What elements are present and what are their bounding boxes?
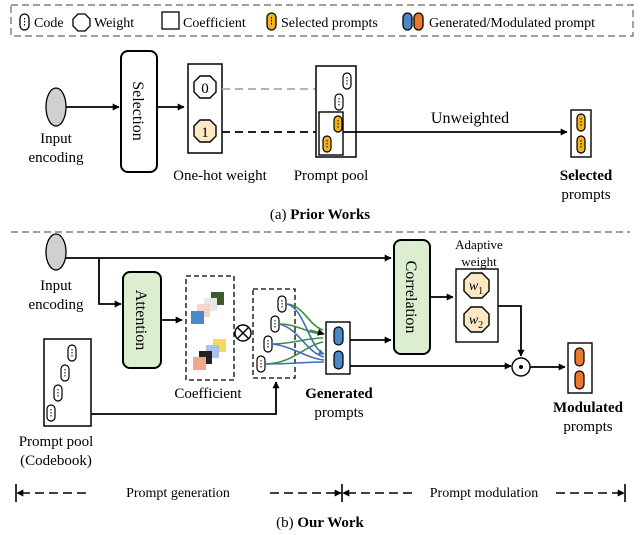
weight-zero-value: 0: [201, 81, 209, 97]
attention-label: Attention: [132, 290, 149, 350]
modulated-label-rest: prompts: [563, 419, 612, 435]
selected-prompts-label-bold: Selected: [560, 168, 613, 184]
modulated-label-colored: Modulated: [553, 400, 624, 416]
generated-prompt-icon: [402, 12, 413, 31]
selection-label: Selection: [129, 81, 146, 141]
legend-coefficient-label: Coefficient: [183, 16, 246, 31]
weight-icon: [72, 13, 91, 32]
modulated-prompt-2: [574, 370, 585, 390]
selected-prompts-label-rest: prompts: [561, 187, 610, 203]
w1-weight-icon: [463, 272, 490, 299]
coefficient-icon: [161, 11, 180, 30]
caption-prior-works: (a) Prior Works: [270, 207, 370, 223]
input-encoding-b-line1: Input: [40, 278, 72, 294]
pool-code-2: [334, 93, 344, 111]
codebook-code-2: [60, 364, 70, 382]
w2-label: w2: [469, 313, 483, 331]
codebook-copy-code-2: [270, 315, 280, 333]
generated-label-colored: Generated: [305, 386, 373, 402]
unweighted-label: Unweighted: [431, 110, 509, 127]
coefficient-label: Coefficient: [174, 386, 242, 402]
arrow-weight-to-modulation: [498, 305, 525, 357]
legend-selected-label: Selected prompts: [281, 16, 378, 31]
codebook-code-4: [46, 404, 56, 422]
pool-selected-code-2: [322, 135, 332, 153]
w1-label: w1: [469, 279, 483, 297]
mixing-arrows: [264, 303, 325, 365]
weight-one-icon: [193, 119, 217, 143]
input-encoding-label-line1: Input: [40, 131, 72, 147]
coefficient-stack-2: [193, 339, 226, 370]
codebook-copy-code-4: [256, 355, 266, 373]
pool-code-1: [342, 72, 352, 90]
weight-zero-icon: [193, 75, 217, 99]
input-encoding-node: [45, 87, 67, 127]
arrow-codebook-to-copy: [91, 381, 280, 415]
legend-code-label: Code: [34, 16, 64, 31]
phase-prompt-modulation: Prompt modulation: [430, 486, 539, 501]
selected-prompt-2: [576, 135, 586, 154]
one-hot-weight-label: One-hot weight: [173, 168, 268, 184]
input-encoding-b-line2: encoding: [29, 297, 84, 313]
generated-label-rest: prompts: [314, 405, 363, 421]
adaptive-weight-line1: Adaptive: [455, 237, 503, 252]
correlation-label: Correlation: [402, 261, 419, 334]
coefficient-stack-1: [191, 292, 224, 324]
codebook-code-1: [67, 344, 77, 362]
selection-box: [120, 50, 158, 173]
weight-one-value: 1: [201, 125, 209, 141]
selected-prompt-1: [576, 113, 586, 132]
prompt-pool-b-line1: Prompt pool: [19, 434, 94, 450]
codebook-code-3: [53, 384, 63, 402]
modulated-prompt-1: [574, 347, 585, 367]
pool-selected-code-1: [333, 115, 343, 133]
w2-weight-icon: [463, 306, 490, 333]
legend-weight-label: Weight: [94, 16, 134, 31]
phase-prompt-generation: Prompt generation: [126, 486, 230, 501]
legend: Code Weight Coefficient Selected prompts…: [10, 4, 634, 37]
arrow-input-to-attention: [98, 258, 122, 308]
prompt-pool-b-line2: (Codebook): [20, 453, 92, 469]
input-encoding-label-line2: encoding: [29, 150, 84, 166]
codebook-copy-code-1: [277, 295, 287, 313]
prior-works-panel: Input encoding Selection 0 1 One-hot wei…: [29, 50, 613, 223]
legend-frame: [10, 4, 634, 37]
codebook-copy-code-3: [263, 335, 273, 353]
caption-our-work: (b) Our Work: [276, 515, 364, 531]
prompt-pool-label: Prompt pool: [294, 168, 369, 184]
our-work-panel: Input encoding Attention Coefficient: [15, 233, 626, 531]
phase-ruler: [15, 484, 626, 502]
input-encoding-node-b: [45, 233, 67, 271]
selected-prompts-box: [570, 109, 592, 158]
adaptive-weight-line2: weight: [461, 254, 497, 269]
legend-generated-label: Generated/Modulated prompt: [429, 16, 595, 31]
generated-prompt-1: [333, 326, 344, 346]
generated-prompt-2: [333, 350, 344, 370]
modulated-prompt-icon: [413, 12, 424, 31]
